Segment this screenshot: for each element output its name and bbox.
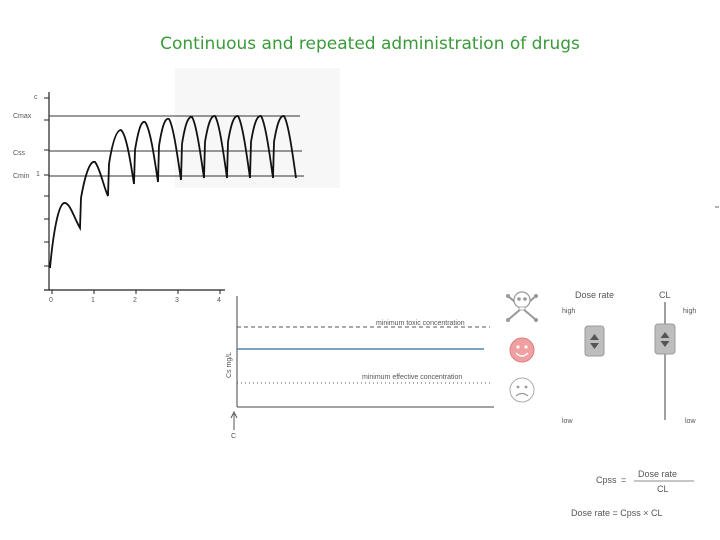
up-arrow-head-icon <box>230 410 238 419</box>
cl-control: CL high low <box>654 290 696 425</box>
therapeutic-window-chart: minimum toxic concentration minimum effe… <box>226 296 494 440</box>
bottom-y-label: Cs mg/L <box>226 352 233 378</box>
happy-face-icon <box>509 337 535 363</box>
chevron-up-icon <box>590 334 599 340</box>
concentration-curve <box>49 115 297 269</box>
y-label-css: Css <box>13 150 26 157</box>
formula-line2: Dose rate = Cpss × CL <box>571 508 663 518</box>
dose-rate-low-label: low <box>562 418 573 425</box>
chevron-up-icon <box>660 332 670 338</box>
page-title: Continuous and repeated administration o… <box>160 34 580 54</box>
formula-denominator: CL <box>657 484 669 494</box>
x-tick-label-1: 1 <box>91 297 95 304</box>
x-tick-label-2: 2 <box>133 297 137 304</box>
cl-slider-thumb[interactable] <box>654 323 676 355</box>
x-tick-label-0: 0 <box>49 297 53 304</box>
x-tick-label-3: 3 <box>175 297 179 304</box>
cl-high-label: high <box>683 308 696 315</box>
formula-lhs: Cpss <box>596 475 617 485</box>
sad-face-icon <box>509 377 535 403</box>
chart-scan-background <box>175 68 340 188</box>
repeated-dosing-chart: c Cmax Css Cmin 1 0 1 2 3 4 <box>13 68 340 304</box>
clearance-formula: Cpss = Dose rate CL Dose rate = Cpss × C… <box>571 469 694 518</box>
y-label-one: 1 <box>36 171 40 178</box>
chevron-down-icon <box>590 343 599 349</box>
skull-crossbones-icon <box>506 291 538 322</box>
dose-rate-slider-thumb[interactable] <box>584 325 605 357</box>
x-tick-label-4: 4 <box>217 297 221 304</box>
effective-concentration-label: minimum effective concentration <box>362 374 462 381</box>
chevron-down-icon <box>660 341 670 347</box>
y-label-cmax: Cmax <box>13 113 32 120</box>
y-label-cmin: Cmin <box>13 173 29 180</box>
dose-rate-high-label: high <box>562 308 575 315</box>
cl-low-label: low <box>685 418 696 425</box>
formula-equals: = <box>621 475 626 485</box>
toxic-concentration-label: minimum toxic concentration <box>376 320 465 327</box>
dose-rate-control: Dose rate high low <box>562 290 614 425</box>
y-label-c: c <box>34 94 38 101</box>
dose-rate-title: Dose rate <box>575 290 614 300</box>
formula-numerator: Dose rate <box>638 469 677 479</box>
arrow-label: C <box>231 433 236 440</box>
cl-title: CL <box>659 290 671 300</box>
